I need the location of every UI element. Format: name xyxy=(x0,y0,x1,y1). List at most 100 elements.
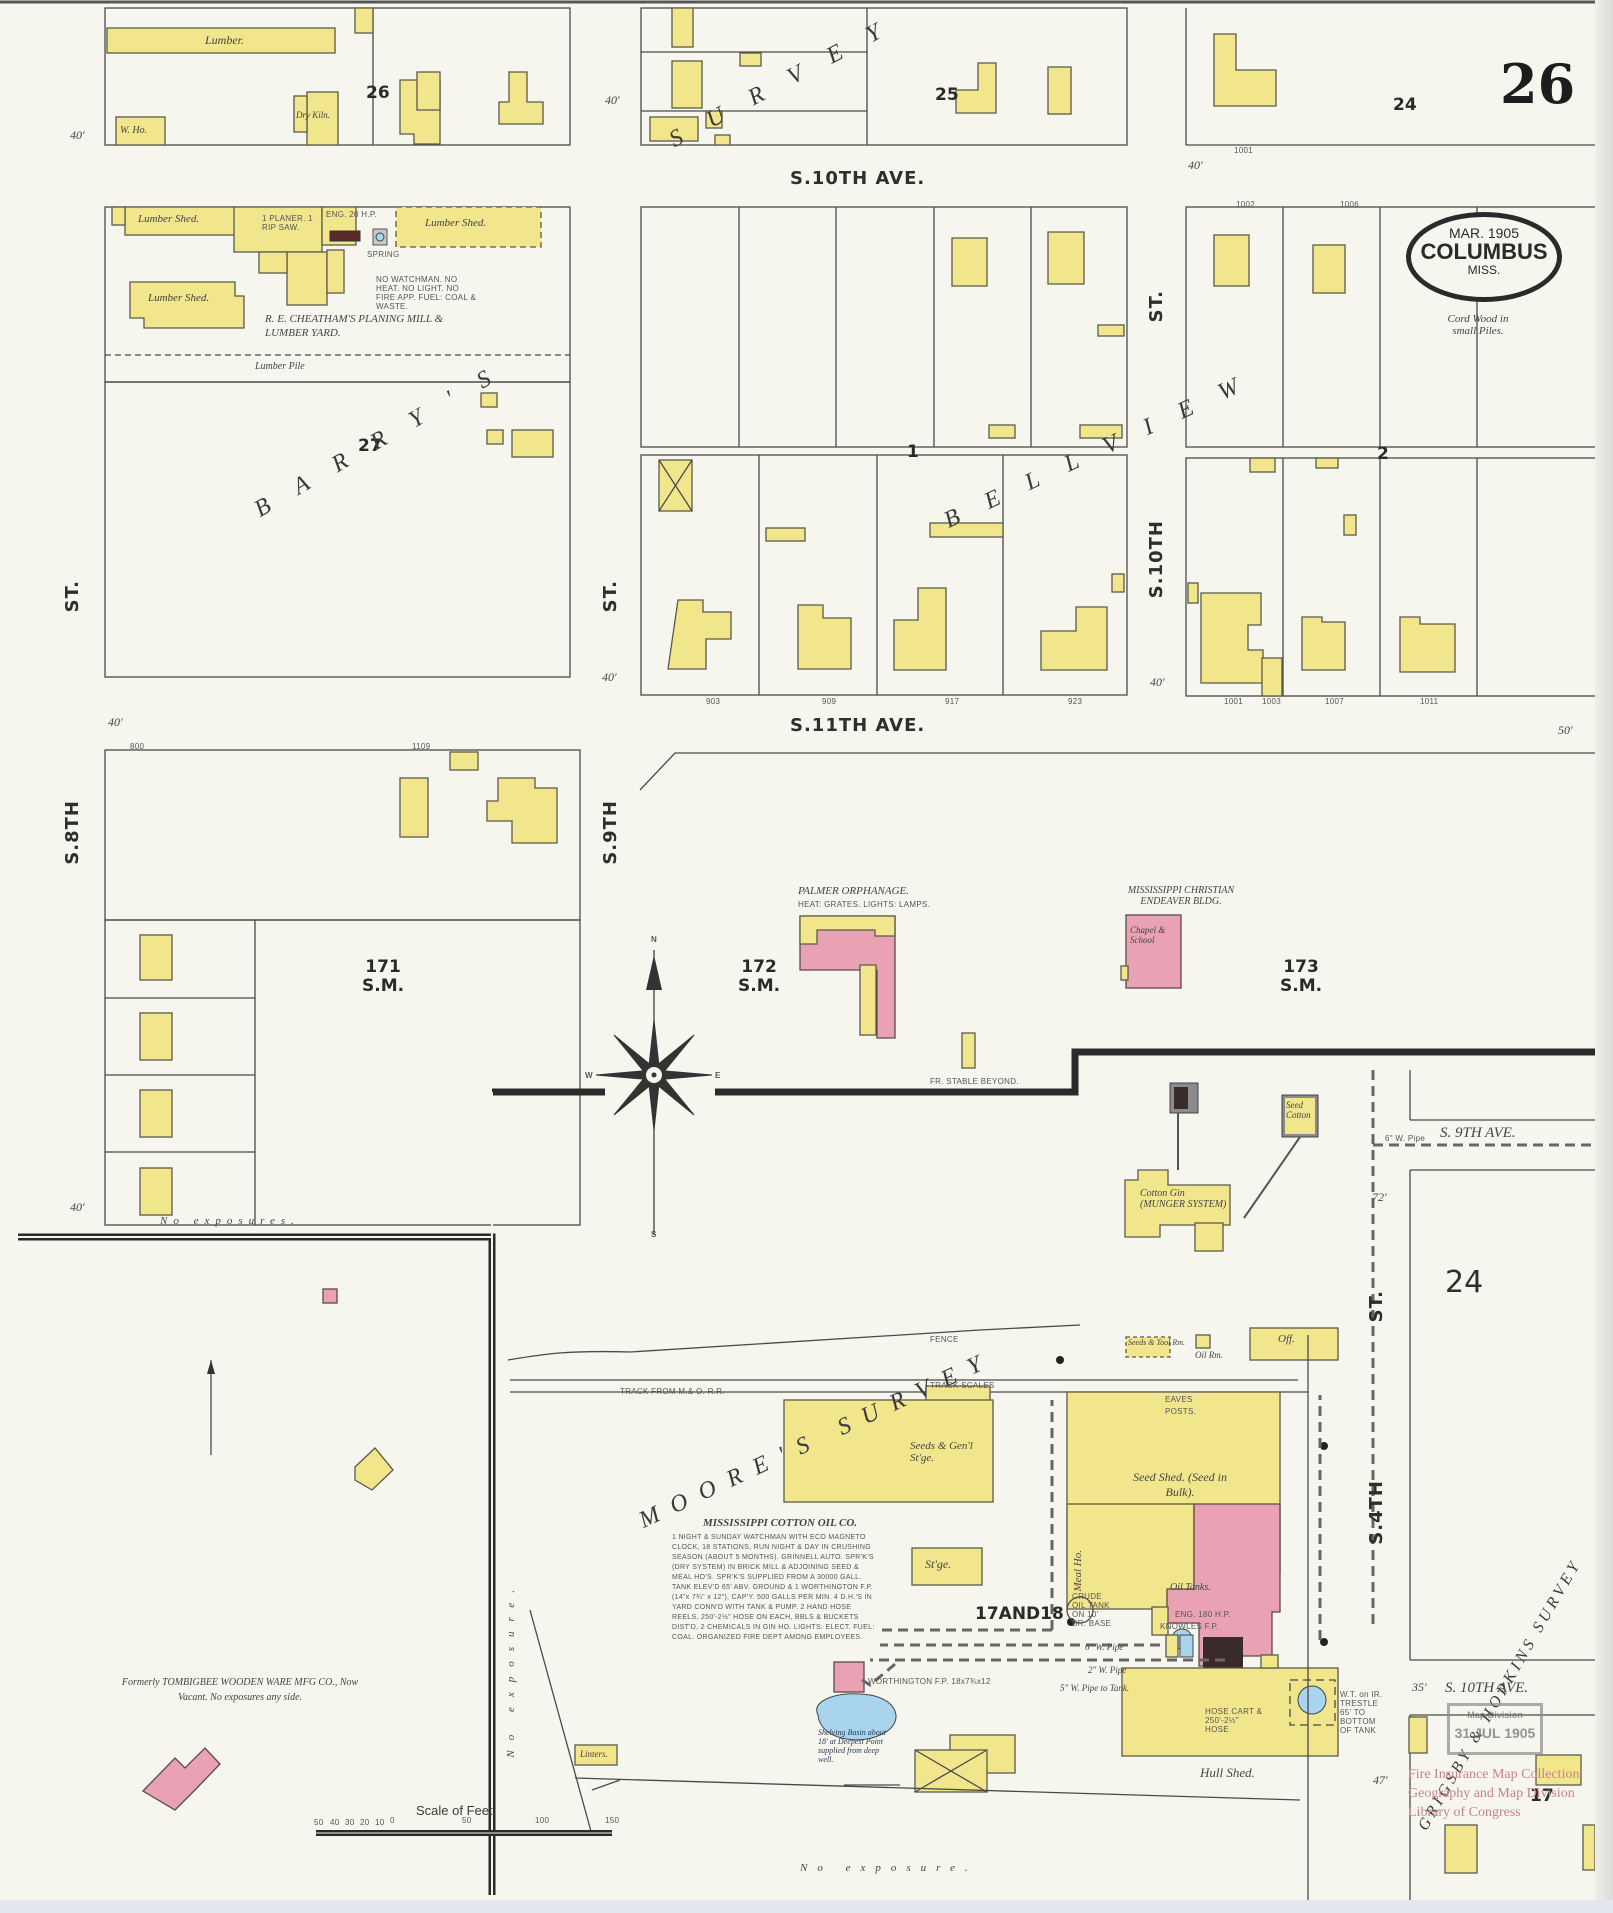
block-25 xyxy=(640,7,1128,146)
title-cartouche: MAR. 1905 COLUMBUS MISS. xyxy=(1406,212,1562,302)
label-christian-endeaver: MISSISSIPPI CHRISTIAN ENDEAVER BLDG. xyxy=(1127,885,1235,907)
dim-40-d: 40' xyxy=(602,670,617,684)
label-posts: POSTS. xyxy=(1165,1407,1197,1416)
receipt-stamp: Map Division 31 JUL 1905 xyxy=(1447,1703,1543,1755)
block-number-24-lower: 24 xyxy=(1445,1265,1484,1300)
block-number-2: 2 xyxy=(1377,444,1389,464)
label-eng-20hp: ENG. 20 H.P. xyxy=(326,210,378,219)
address-800: 800 xyxy=(130,742,145,751)
label-meal-ho: Meal Ho. xyxy=(1072,1550,1084,1592)
collection-credit: Fire Insurance Map Collection Geography … xyxy=(1408,1767,1580,1820)
street-s10th-ave: S.10TH AVE. xyxy=(790,168,926,189)
label-worthington: WORTHINGTON F.P. 18x7¾x12 xyxy=(868,1677,991,1686)
label-eaves: EAVES xyxy=(1165,1395,1193,1404)
address-1001b: 1001 xyxy=(1224,697,1243,706)
label-fence: FENCE xyxy=(930,1335,959,1344)
label-hull-shed: Hull Shed. xyxy=(1200,1765,1255,1780)
street-st-right: ST. xyxy=(1146,290,1167,323)
label-lumber-shed-2: Lumber Shed. xyxy=(425,217,487,229)
label-mill-notes: NO WATCHMAN. NO HEAT. NO LIGHT. NO FIRE … xyxy=(376,275,476,311)
label-dry-kiln: Dry Kiln. xyxy=(296,110,331,120)
dim-40-f: 40' xyxy=(108,715,123,729)
address-1006: 1006 xyxy=(1340,200,1359,209)
address-909: 909 xyxy=(822,697,837,706)
address-1109: 1109 xyxy=(412,742,431,751)
label-no-exposure-vertical: No exposure. xyxy=(505,1580,517,1758)
street-s9th-ave: S. 9TH AVE. xyxy=(1440,1125,1516,1141)
label-wt-tank: W.T. on IR. TRESTLE 65' TO BOTTOM OF TAN… xyxy=(1340,1690,1383,1735)
label-warehouse: W. Ho. xyxy=(120,125,148,136)
address-903: 903 xyxy=(706,697,721,706)
label-hose-cart: HOSE CART & 250'-2½" HOSE xyxy=(1205,1707,1263,1734)
street-s8th: S.8TH xyxy=(62,800,83,865)
dim-40-g: 40' xyxy=(70,1200,85,1214)
scale-tick-30: 30 xyxy=(345,1818,355,1827)
address-923: 923 xyxy=(1068,697,1083,706)
street-st-4th: ST. xyxy=(1366,1290,1387,1323)
street-s4th: S.4TH xyxy=(1366,1480,1387,1545)
block-1 xyxy=(640,206,1128,696)
address-1011: 1011 xyxy=(1420,697,1439,706)
label-seed-cotton: Seed Cotton xyxy=(1286,1100,1311,1120)
label-seeds-tool: Seeds & Tool Rm. xyxy=(1128,1338,1186,1347)
label-basin: Shelving Basin about 18' at Deepest Poin… xyxy=(818,1728,886,1764)
scale-tick-150: 150 xyxy=(605,1816,620,1825)
cartouche-date: MAR. 1905 xyxy=(1448,225,1520,241)
block-number-25: 25 xyxy=(935,85,959,105)
label-no-exposure-bottom: No exposure. xyxy=(800,1862,978,1874)
address-1001: 1001 xyxy=(1234,146,1253,155)
label-seeds-gen-stge: Seeds & Gen'l St'ge. xyxy=(910,1440,973,1464)
dim-47: 47' xyxy=(1373,1773,1388,1787)
street-s11th-ave: S.11TH AVE. xyxy=(790,715,926,736)
dim-35: 35' xyxy=(1412,1680,1427,1694)
block-number-17-18: 17AND18 xyxy=(975,1604,1064,1624)
cotton-oil-mill xyxy=(783,1327,1339,1793)
bottom-margin xyxy=(0,1900,1613,1913)
scale-title: Scale of Feet. xyxy=(416,1803,497,1818)
address-1002: 1002 xyxy=(1236,200,1255,209)
label-water-pipe-9th: 6" W. Pipe xyxy=(1385,1134,1426,1143)
cartouche-city: COLUMBUS xyxy=(1420,239,1548,264)
label-mill-name: R. E. CHEATHAM'S PLANING MILL & LUMBER Y… xyxy=(265,313,444,339)
label-stge: St'ge. xyxy=(925,1557,952,1571)
address-1007: 1007 xyxy=(1325,697,1344,706)
compass-w: W xyxy=(585,1071,593,1080)
address-917: 917 xyxy=(945,697,960,706)
label-cotton-gin: Cotton Gin (MUNGER SYSTEM) xyxy=(1140,1188,1227,1210)
scale-tick-40: 40 xyxy=(330,1818,340,1827)
page-edge xyxy=(1595,0,1613,1900)
label-eng-180: ENG. 180 H.P. xyxy=(1175,1610,1231,1619)
label-lumber-shed-3: Lumber Shed. xyxy=(148,292,210,304)
label-no-exposures: No exposures. xyxy=(160,1215,300,1227)
street-s9th: S.9TH xyxy=(600,800,621,865)
label-pipe-5: 5" W. Pipe to Tank. xyxy=(1060,1683,1130,1693)
label-linters: Linters. xyxy=(580,1749,608,1759)
label-spring: SPRING xyxy=(367,250,400,259)
label-lumber-shed-1: Lumber Shed. xyxy=(138,213,200,225)
label-lumber: Lumber. xyxy=(205,33,245,47)
label-fr-stable: FR. STABLE BEYOND. xyxy=(930,1077,1019,1086)
dim-40-b: 40' xyxy=(605,93,620,107)
compass-rose xyxy=(595,950,713,1235)
dim-40-c: 40' xyxy=(1188,158,1203,172)
scale-tick-10: 10 xyxy=(375,1818,385,1827)
sheet-number: 26 xyxy=(1500,52,1576,116)
dim-50: 50' xyxy=(1558,723,1573,737)
street-st-mid: ST. xyxy=(600,580,621,613)
block-2 xyxy=(1185,206,1601,697)
block-26 xyxy=(104,7,571,146)
dim-40-e: 40' xyxy=(1150,675,1165,689)
label-knowles: KNOWLES F.P. xyxy=(1160,1622,1219,1631)
street-s10th-ave-lower: S. 10TH AVE. xyxy=(1445,1680,1529,1696)
label-oil-tanks: Oil Tanks. xyxy=(1170,1582,1211,1593)
label-pipe-6: 6" W. Pipe xyxy=(1085,1642,1124,1652)
block-171 xyxy=(104,749,581,1226)
dim-40-a: 40' xyxy=(70,128,85,142)
label-lumber-pile: Lumber Pile xyxy=(255,361,305,372)
block-number-24: 24 xyxy=(1393,95,1417,115)
label-office: Off. xyxy=(1278,1333,1295,1345)
cotton-gin-complex xyxy=(1124,1082,1319,1252)
